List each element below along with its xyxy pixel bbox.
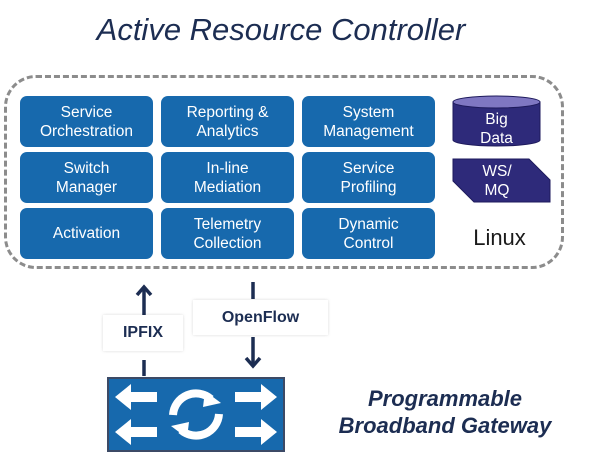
openflow-label: OpenFlow [193,300,328,335]
tile-telemetry-collection: Telemetry Collection [161,208,294,259]
ipfix-label: IPFIX [103,315,183,351]
database-cylinder-icon [452,95,541,147]
tile-service-profiling: Service Profiling [302,152,435,203]
tile-reporting-analytics: Reporting & Analytics [161,96,294,147]
network-switch-icon [107,377,285,452]
diagram-title: Active Resource Controller [96,12,466,47]
openflow-down-arrow-icon [244,282,262,369]
gateway-label: Programmable Broadband Gateway [338,386,552,438]
ws-mq-label: WS/ MQ [482,163,512,199]
linux-label: Linux [473,225,526,250]
tile-inline-mediation: In-line Mediation [161,152,294,203]
tile-activation: Activation [20,208,153,259]
tile-system-management: System Management [302,96,435,147]
tile-service-orchestration: Service Orchestration [20,96,153,147]
big-data-label: Big Data [480,111,513,147]
tile-switch-manager: Switch Manager [20,152,153,203]
tile-dynamic-control: Dynamic Control [302,208,435,259]
message-queue-icon [452,158,551,203]
controller-boundary [4,75,564,269]
ipfix-up-arrow-icon [135,284,153,376]
